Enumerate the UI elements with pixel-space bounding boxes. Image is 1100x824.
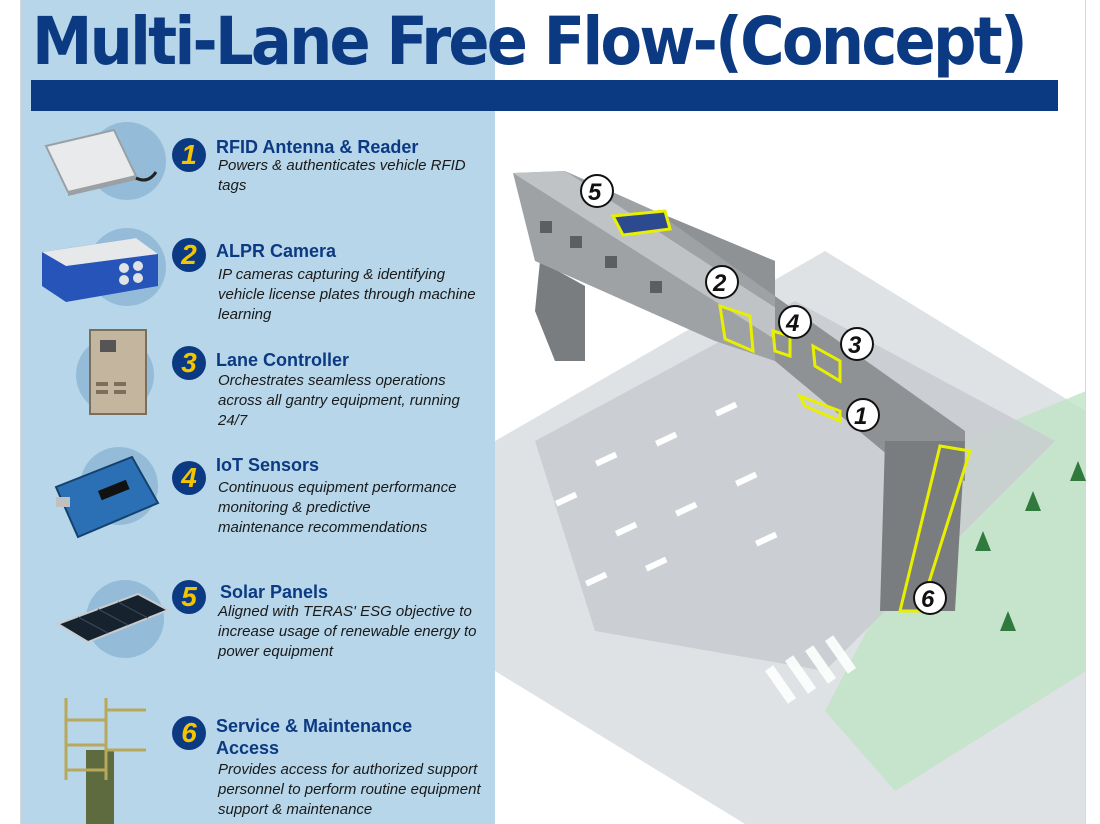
callout-6-label: 6 (921, 586, 935, 613)
gantry-left-leg (535, 261, 585, 361)
item-description: IP cameras capturing & identifying vehic… (218, 266, 476, 323)
callout-5-label: 5 (588, 179, 602, 206)
alpr-camera-image (42, 238, 158, 302)
gantry-beam-side (513, 171, 775, 361)
item-title: IoT Sensors (216, 455, 320, 475)
legend-item-alpr: 2 ALPR Camera IP cameras capturing & ide… (36, 224, 496, 334)
item-number-badge: 4 (172, 461, 206, 495)
item-number-badge: 5 (172, 580, 206, 614)
gantry-beam-body (655, 211, 965, 481)
item-number-badge: 3 (172, 346, 206, 380)
item-title: Lane Controller (216, 350, 350, 370)
callout-4: 4 (778, 305, 812, 339)
legend-item-maintenance-access: 6 Service & Maintenance Access Provides … (36, 690, 496, 824)
callout-6: 6 (913, 581, 947, 615)
page-title: Multi-Lane Free Flow-(Concept) (32, 3, 1028, 80)
callout-4-label: 4 (785, 310, 799, 337)
iot-circuit-board-image (54, 455, 160, 539)
item-number-badge: 1 (172, 138, 206, 172)
road-surface (535, 301, 1055, 671)
lane-markings (555, 401, 778, 587)
callout-2-label: 2 (712, 270, 727, 297)
callout-3-label: 3 (848, 332, 862, 359)
gantry-windows (540, 221, 662, 293)
callout-5: 5 (580, 174, 614, 208)
callout-1: 1 (846, 398, 880, 432)
gantry-right-leg (880, 441, 965, 611)
legend-item-lane-controller: 3 Lane Controller Orchestrates seamless … (36, 328, 496, 438)
callout-1-label: 1 (854, 403, 867, 430)
crosswalk (765, 635, 857, 704)
item-number-badge: 2 (172, 238, 206, 272)
lane-controller-cabinet-image (89, 329, 147, 415)
legend-item-solar-panels: 5 Solar Panels Aligned with TERAS' ESG o… (36, 570, 496, 670)
gantry-scene-illustration: 5 2 4 3 1 6 (495, 171, 1086, 824)
item-title: Solar Panels (220, 582, 329, 602)
item-title: RFID Antenna & Reader (216, 137, 419, 157)
item-description: Orchestrates seamless operations across … (218, 372, 460, 429)
item-description: Continuous equipment performance monitor… (218, 479, 457, 536)
legend-item-iot-sensors: 4 IoT Sensors Continuous equipment perfo… (36, 445, 496, 555)
item-description: Provides access for authorized support p… (218, 761, 481, 818)
item-title: Service & Maintenance Access (216, 716, 413, 758)
page-frame-left (0, 0, 21, 824)
callout-3: 3 (840, 327, 874, 361)
solar-panel-image (55, 592, 171, 644)
legend-item-rfid: 1 RFID Antenna & Reader Powers & authent… (36, 118, 496, 218)
title-underline-bar (31, 80, 1058, 111)
item-title: ALPR Camera (216, 241, 337, 261)
item-description: Powers & authenticates vehicle RFID tags (218, 157, 466, 194)
rfid-antenna-image (44, 128, 158, 196)
item-description: Aligned with TERAS' ESG objective to inc… (218, 603, 477, 660)
page-frame-right (1085, 0, 1100, 824)
solar-panel-on-gantry (610, 209, 672, 237)
maintenance-ladder-image (64, 698, 146, 824)
item-number-badge: 6 (172, 716, 206, 750)
callout-2: 2 (705, 265, 739, 299)
trees (975, 461, 1086, 631)
